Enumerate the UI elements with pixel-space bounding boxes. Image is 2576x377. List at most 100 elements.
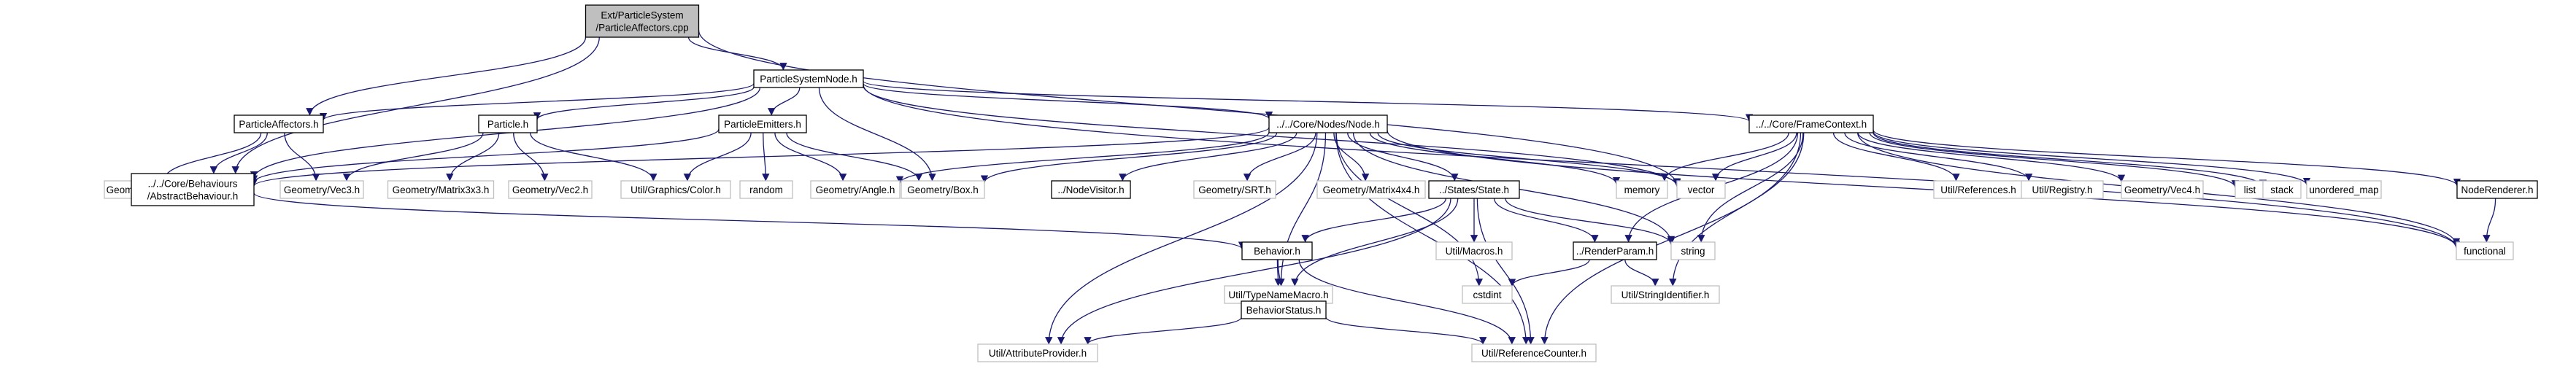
edge-pemit-to-absb — [250, 128, 720, 183]
node-particle[interactable]: Particle.h — [478, 114, 538, 133]
node-behav[interactable]: Behavior.h — [1241, 241, 1313, 260]
node-box-nrend — [2456, 180, 2538, 199]
edge-rparam-to-strid — [1624, 259, 1659, 287]
node-nodeh[interactable]: ../../Core/Nodes/Node.h — [1268, 114, 1388, 133]
node-box-attrp — [977, 343, 1098, 362]
node-attrp: Util/AttributeProvider.h — [977, 343, 1098, 362]
node-box-random — [739, 180, 793, 199]
node-label-srt-0: Geometry/SRT.h — [1198, 184, 1271, 195]
node-label-umap-0: unordered_map — [2309, 184, 2378, 195]
node-umap: unordered_map — [2306, 180, 2382, 199]
node-label-psnode-0: ParticleSystemNode.h — [760, 74, 857, 85]
node-label-mat4-0: Geometry/Matrix4x4.h — [1323, 184, 1420, 195]
node-box-strid — [1611, 285, 1720, 304]
node-random: random — [739, 180, 793, 199]
node-box-cstdint — [1462, 285, 1513, 304]
edge-state-to-behav — [1301, 198, 1447, 243]
node-mat3: Geometry/Matrix3x3.h — [387, 180, 495, 199]
edge-fctx-to-vec4 — [1857, 132, 2126, 183]
node-tnm: Util/TypeNameMacro.h — [1224, 285, 1333, 304]
edge-nodeh-to-angle — [895, 132, 1270, 184]
node-memory: memory — [1616, 180, 1668, 199]
node-mat4: Geometry/Matrix4x4.h — [1316, 180, 1426, 199]
node-label-behav-0: Behavior.h — [1254, 246, 1300, 257]
node-box-utilref — [1933, 180, 2024, 199]
node-state[interactable]: ../States/State.h — [1428, 180, 1520, 199]
edge-paff-to-vec3 — [284, 132, 320, 182]
node-label-vec3-0: Geometry/Vec3.h — [284, 184, 360, 195]
node-paff[interactable]: ParticleAffectors.h — [234, 114, 324, 133]
node-box-behav — [1241, 241, 1313, 260]
node-layer: Ext/ParticleSystem/ParticleAffectors.cpp… — [104, 4, 2538, 362]
node-strid: Util/StringIdentifier.h — [1611, 285, 1720, 304]
node-vec4: Geometry/Vec4.h — [2121, 180, 2204, 199]
node-fctx[interactable]: ../../Core/FrameContext.h — [1748, 114, 1874, 133]
edge-pemit-to-color — [683, 132, 752, 182]
node-label-tnm-0: Util/TypeNameMacro.h — [1228, 289, 1328, 300]
node-box-macros — [1435, 241, 1513, 260]
node-vec2: Geometry/Vec2.h — [508, 180, 593, 199]
edge-particle-to-color — [530, 132, 658, 182]
edge-behav-to-refc — [1298, 259, 1516, 345]
node-label-random-0: random — [749, 184, 783, 195]
node-label-rparam-0: ../RenderParam.h — [1576, 246, 1654, 257]
node-label-vec4-0: Geometry/Vec4.h — [2124, 184, 2200, 195]
node-label-nrend-0: NodeRenderer.h — [2461, 184, 2533, 195]
edge-nrend-to-functional — [2483, 198, 2496, 243]
node-absb[interactable]: ../../Core/Behaviours/AbstractBehaviour.… — [131, 173, 255, 206]
node-label-state-0: ../States/State.h — [1439, 184, 1509, 195]
node-srt: Geometry/SRT.h — [1193, 180, 1276, 199]
edge-state-to-string — [1505, 198, 1675, 246]
node-box-string — [1670, 241, 1716, 260]
node-box-vec2 — [508, 180, 593, 199]
node-label-color-0: Util/Graphics/Color.h — [630, 184, 721, 195]
node-label-angle-0: Geometry/Angle.h — [816, 184, 895, 195]
edge-psnode-to-pemit — [768, 87, 801, 116]
node-label-bstat-0: BehaviorStatus.h — [1246, 305, 1322, 316]
node-string: string — [1670, 241, 1716, 260]
edge-root-to-absb — [231, 36, 600, 174]
node-bstat[interactable]: BehaviorStatus.h — [1241, 300, 1327, 319]
node-nrend[interactable]: NodeRenderer.h — [2456, 180, 2538, 199]
node-box-state — [1428, 180, 1520, 199]
node-rparam[interactable]: ../RenderParam.h — [1573, 241, 1657, 260]
node-label-fctx-0: ../../Core/FrameContext.h — [1756, 119, 1867, 130]
edge-fctx-to-nrend — [1873, 129, 2461, 187]
node-box-absb — [131, 173, 255, 206]
edge-bstat-to-attrp — [1084, 316, 1242, 345]
edge-nodeh-to-absb — [250, 127, 1270, 187]
edge-fctx-to-memory — [1660, 132, 1789, 182]
node-pemit[interactable]: ParticleEmitters.h — [718, 114, 807, 133]
node-label-strid-0: Util/StringIdentifier.h — [1621, 289, 1710, 300]
node-label-macros-0: Util/Macros.h — [1446, 246, 1503, 257]
node-registry: Util/Registry.h — [2021, 180, 2104, 199]
edge-behav-to-tnm — [1274, 259, 1282, 287]
node-root[interactable]: Ext/ParticleSystem/ParticleAffectors.cpp — [585, 4, 700, 38]
node-label-root-1: /ParticleAffectors.cpp — [595, 23, 688, 34]
node-box-box — [901, 180, 985, 199]
node-label-root-0: Ext/ParticleSystem — [601, 10, 683, 21]
node-label-attrp-0: Util/AttributeProvider.h — [989, 348, 1087, 359]
node-box: Geometry/Box.h — [901, 180, 985, 199]
node-label-particle-0: Particle.h — [487, 119, 528, 130]
edge-nodeh-to-box — [980, 132, 1278, 183]
edge-fctx-to-registry — [1844, 132, 2033, 182]
node-box-functional — [2456, 241, 2514, 260]
node-box-nvisit — [1051, 180, 1131, 199]
node-vector: vector — [1676, 180, 1726, 199]
node-box-particle — [478, 114, 538, 133]
node-label-pemit-0: ParticleEmitters.h — [724, 119, 801, 130]
node-box-refc — [1471, 343, 1597, 362]
edge-state-to-tnm — [1291, 198, 1459, 287]
edge-nodeh-to-mat4 — [1333, 132, 1370, 182]
node-box-mat4 — [1316, 180, 1426, 199]
node-psnode[interactable]: ParticleSystemNode.h — [753, 69, 864, 88]
edge-psnode-to-functional — [863, 84, 2461, 249]
node-label-nvisit-0: ../NodeVisitor.h — [1057, 184, 1124, 195]
node-functional: functional — [2456, 241, 2514, 260]
node-label-list-0: list — [2244, 184, 2256, 195]
node-label-memory-0: memory — [1624, 184, 1660, 195]
node-box-vec3 — [279, 180, 364, 199]
node-nvisit[interactable]: ../NodeVisitor.h — [1051, 180, 1131, 199]
